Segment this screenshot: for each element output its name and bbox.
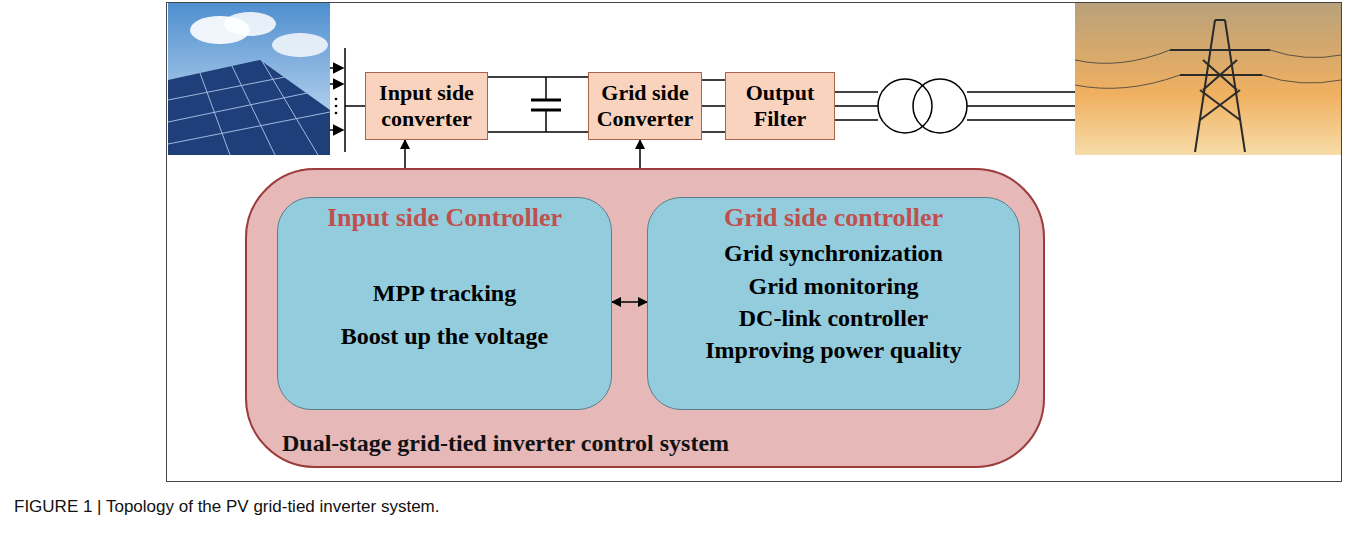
- node-text: DC-link controller: [648, 303, 1019, 333]
- node-heading: Input side Controller: [278, 203, 611, 233]
- control-system-band: Dual-stage grid-tied inverter control sy…: [245, 168, 1045, 468]
- capacitor-symbol: [531, 77, 561, 132]
- node-text: MPP tracking: [278, 278, 611, 308]
- node-heading: Grid side Converter: [593, 80, 697, 132]
- power-line: [488, 77, 588, 132]
- figure-caption: FIGURE 1 | Topology of the PV grid-tied …: [14, 497, 440, 517]
- transformer-symbol: [835, 79, 1075, 133]
- control-arrow: [612, 301, 647, 303]
- node-heading: Dual-stage grid-tied inverter control sy…: [247, 428, 1043, 458]
- converter-box: Input side converter: [365, 72, 488, 140]
- control-arrow: [639, 140, 641, 168]
- grid-tower-picture: [1075, 3, 1341, 155]
- node-text: Boost up the voltage: [278, 321, 611, 351]
- node-heading: Input side converter: [370, 80, 483, 132]
- controller-box: Grid side controllerGrid synchronization…: [647, 197, 1020, 410]
- node-text: Grid monitoring: [648, 271, 1019, 301]
- power-line: [702, 80, 725, 132]
- pv-panel-picture: [168, 3, 330, 155]
- control-arrow: [404, 140, 406, 168]
- node-text: Grid synchronization: [648, 238, 1019, 268]
- node-heading: Output Filter: [730, 80, 830, 132]
- filter-box: Output Filter: [725, 72, 835, 140]
- node-heading: Grid side controller: [648, 203, 1019, 233]
- converter-box: Grid side Converter: [588, 72, 702, 140]
- controller-box: Input side ControllerMPP trackingBoost u…: [277, 197, 612, 410]
- node-text: Improving power quality: [648, 335, 1019, 365]
